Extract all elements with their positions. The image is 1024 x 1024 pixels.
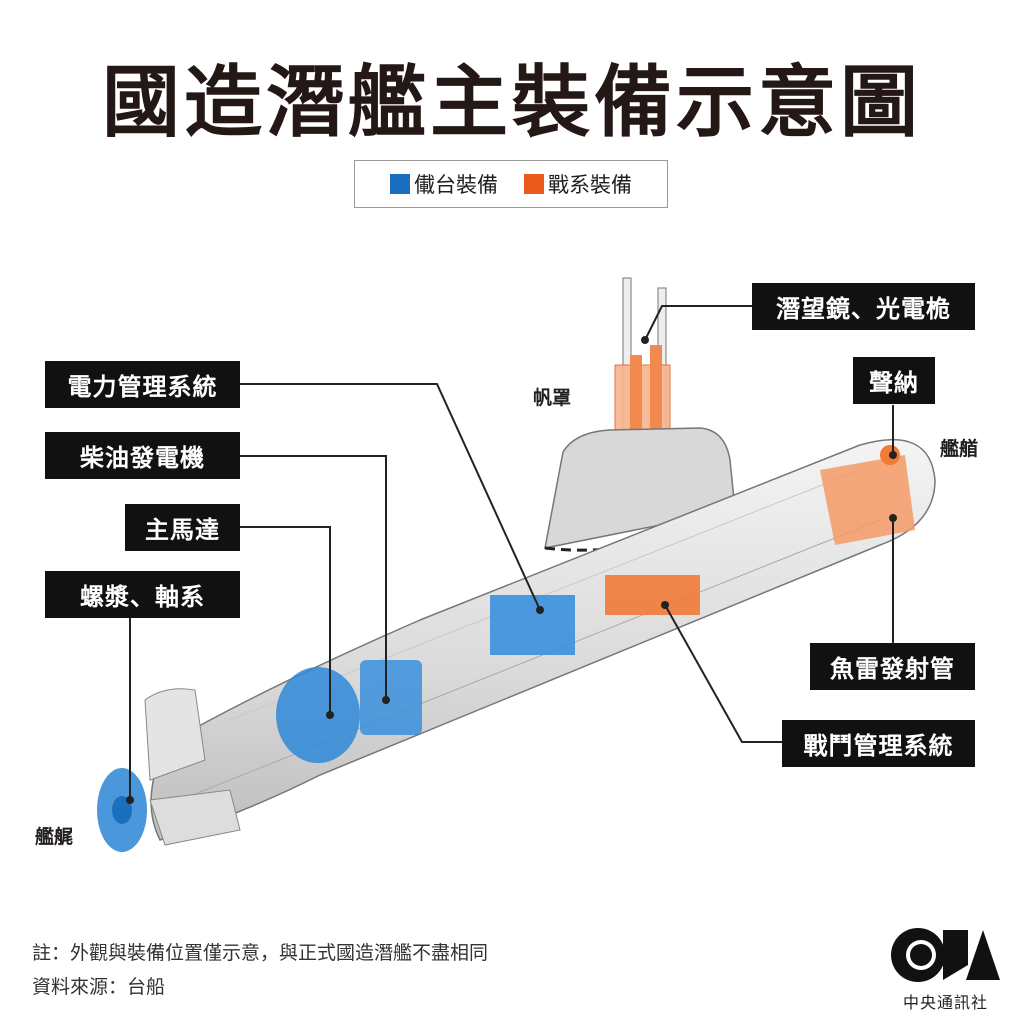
tail-fin [144,688,206,781]
footnote: 註：外觀與裝備位置僅示意，與正式國造潛艦不盡相同 [32,942,489,964]
torpedo-tubes [820,455,915,545]
label-bow: 艦艏 [940,438,979,460]
label-sonar: 聲納 [853,357,935,404]
legend-label: 儎台裝備 [414,173,498,197]
label-combat-management: 戰鬥管理系統 [782,720,975,767]
label-main-motor: 主馬達 [125,504,240,551]
legend-swatch-orange [524,174,544,194]
legend-item-combat: 戰系裝備 [524,169,632,199]
diesel-generator [360,660,422,735]
label-propeller-shaft: 螺漿、軸系 [45,571,240,618]
label-periscope: 潛望鏡、光電桅 [752,283,975,330]
main-motor [276,667,360,763]
legend-label: 戰系裝備 [548,173,632,197]
label-sail: 帆罩 [533,387,572,409]
label-torpedo-tubes: 魚雷發射管 [810,643,975,690]
platform-equipment [97,595,575,852]
page-title: 國造潛艦主裝備示意圖 [101,58,922,148]
label-stern: 艦艉 [35,826,74,848]
combat-management [605,575,700,615]
leader-lines [129,305,894,800]
label-power-management: 電力管理系統 [45,361,240,408]
combat-equipment [605,445,915,615]
legend-swatch-blue [390,174,410,194]
label-diesel-generator: 柴油發電機 [45,432,240,479]
cna-logo-name: 中央通訊社 [902,993,988,1012]
masts [614,277,671,441]
leader-dots [126,336,897,804]
cna-logo-mark [891,928,1000,982]
source: 資料來源：台船 [32,976,166,998]
power-management [490,595,575,655]
legend: 儎台裝備 戰系裝備 [354,160,668,208]
legend-item-platform: 儎台裝備 [390,169,498,199]
cna-logo: 中央通訊社 [888,925,1003,1013]
